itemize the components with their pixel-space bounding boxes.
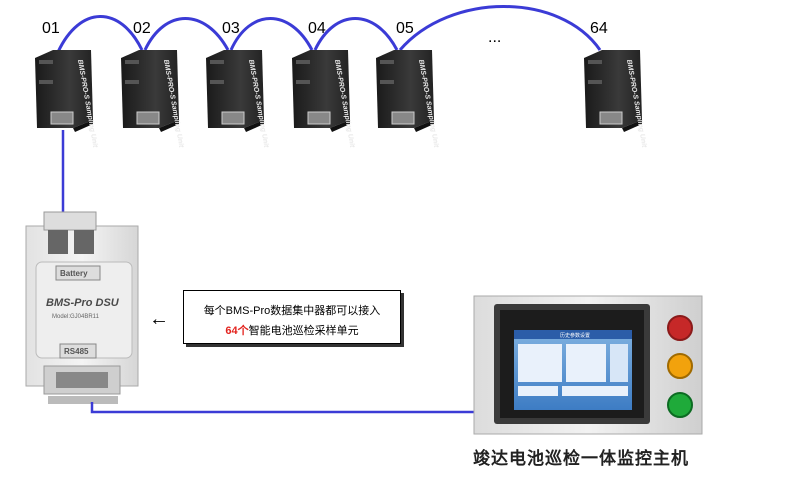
chain-cables: [56, 5, 602, 53]
sampling-unit-04: BMS-PRO-S Sampling Unit: [292, 50, 356, 149]
dsu-model: Model:GJ04BR11: [52, 314, 100, 320]
note-line-1: 每个BMS-Pro数据集中器都可以接入: [203, 305, 381, 317]
dsu-title: BMS-Pro DSU: [46, 297, 120, 309]
unit-label-ellipsis: ...: [488, 29, 501, 46]
unit-label: 04: [308, 20, 326, 37]
sampling-unit-02: BMS-PRO-S Sampling Unit: [121, 50, 185, 149]
sampling-unit-64: BMS-PRO-S Sampling Unit: [584, 50, 648, 149]
amber-indicator-lamp: [667, 353, 693, 379]
green-indicator-lamp: [667, 392, 693, 418]
note-line-2-rest: 智能电池巡检采样单元: [248, 325, 359, 337]
cable-03-04: [229, 17, 314, 51]
red-indicator-lamp: [667, 315, 693, 341]
unit-labels: 01 02 03 04 05 ... 64: [42, 20, 608, 46]
note-callout: 每个BMS-Pro数据集中器都可以接入 64个智能电池巡检采样单元: [183, 290, 401, 344]
unit-label: 05: [396, 20, 414, 37]
sampling-units: BMS-PRO-S Sampling Unit BMS-PRO-S Sampli…: [35, 50, 648, 149]
dsu-battery-label: Battery: [60, 269, 88, 278]
dsu-port-label: RS485: [64, 347, 89, 356]
unit-label: 02: [133, 20, 151, 37]
cable-05-64: [398, 5, 602, 51]
unit-label: 64: [590, 20, 608, 37]
cable-01-02: [56, 15, 144, 53]
note-line-2: 64个智能电池巡检采样单元: [184, 322, 400, 338]
screen-title: 历史参数设置: [560, 332, 590, 339]
sampling-unit-05: BMS-PRO-S Sampling Unit: [376, 50, 440, 149]
left-arrow-icon: ←: [149, 308, 169, 330]
unit-label: 01: [42, 20, 60, 37]
unit-label: 03: [222, 20, 240, 37]
dsu-concentrator: Battery BMS-Pro DSU Model:GJ04BR11 RS485: [25, 211, 139, 404]
note-highlight: 64个: [225, 325, 249, 337]
cable-04-05: [313, 17, 399, 51]
sampling-unit-01: BMS-PRO-S Sampling Unit: [35, 50, 99, 149]
host-monitor: 历史参数设置: [473, 295, 703, 435]
cable-dsu-to-host: [90, 402, 478, 414]
cable-02-03: [143, 17, 230, 51]
sampling-unit-03: BMS-PRO-S Sampling Unit: [206, 50, 270, 149]
host-caption: 竣达电池巡检一体监控主机: [473, 449, 689, 468]
